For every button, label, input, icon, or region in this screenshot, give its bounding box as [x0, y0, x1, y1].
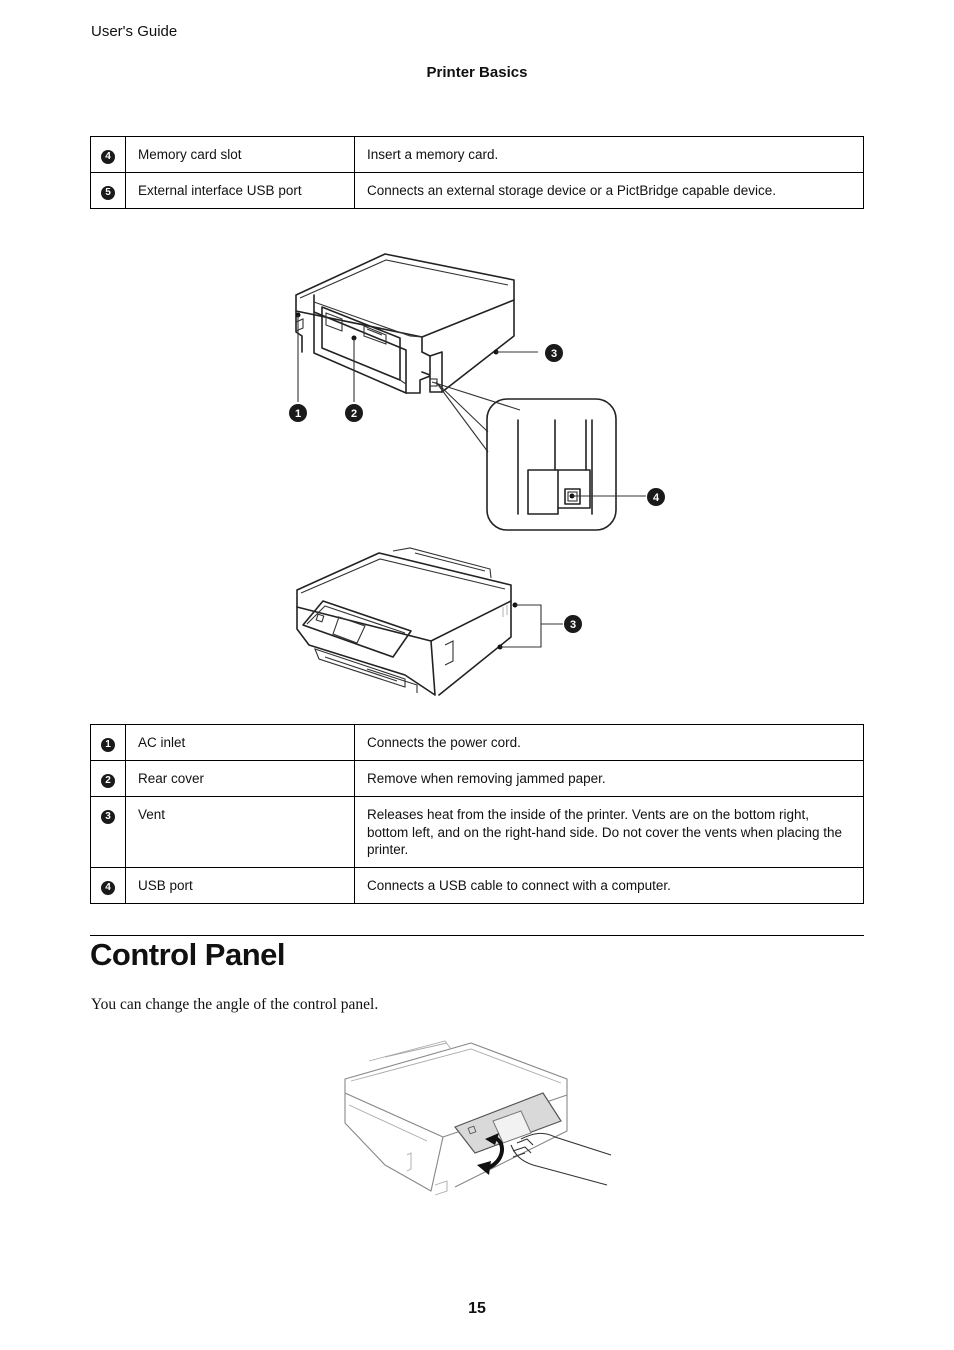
section-header: Printer Basics: [426, 64, 528, 81]
parts-table-bottom: 1 AC inlet Connects the power cord. 2 Re…: [90, 724, 864, 904]
part-name: Vent: [125, 796, 355, 868]
callout-badge: 1: [101, 738, 115, 752]
part-name: Rear cover: [125, 760, 355, 797]
callout-3-front: 3: [570, 619, 576, 631]
callout-1: 1: [295, 408, 301, 420]
printer-front-illustration: 3: [296, 547, 582, 696]
table-row: 4 Memory card slot Insert a memory card.: [90, 136, 864, 173]
table-row: 1 AC inlet Connects the power cord.: [90, 724, 864, 761]
callout-badge: 2: [101, 774, 115, 788]
callout-3: 3: [551, 348, 557, 360]
part-description: Insert a memory card.: [354, 136, 864, 173]
control-panel-tilt-illustration: [344, 1040, 612, 1196]
page-number: 15: [468, 1300, 486, 1317]
part-name: Memory card slot: [125, 136, 355, 173]
part-description: Connects a USB cable to connect with a c…: [354, 866, 864, 904]
part-name: External interface USB port: [125, 172, 355, 209]
table-row: 4 USB port Connects a USB cable to conne…: [90, 866, 864, 904]
part-name: AC inlet: [125, 724, 355, 761]
table-row: 3 Vent Releases heat from the inside of …: [90, 796, 864, 868]
callout-badge: 3: [101, 810, 115, 824]
callout-2: 2: [351, 408, 357, 420]
section-heading: Control Panel: [90, 937, 286, 972]
section-paragraph: You can change the angle of the control …: [91, 996, 379, 1013]
document-title: User's Guide: [91, 23, 178, 40]
callout-badge: 4: [101, 150, 115, 164]
callout-4: 4: [653, 492, 660, 504]
part-description: Connects the power cord.: [354, 724, 864, 761]
part-description: Releases heat from the inside of the pri…: [354, 796, 864, 868]
table-row: 2 Rear cover Remove when removing jammed…: [90, 760, 864, 797]
part-description: Remove when removing jammed paper.: [354, 760, 864, 797]
callout-badge: 4: [101, 880, 115, 895]
table-row: 5 External interface USB port Connects a…: [90, 172, 864, 209]
printer-rear-illustration: 1 2 3 4: [289, 253, 665, 531]
part-description: Connects an external storage device or a…: [354, 172, 864, 209]
parts-table-top: 4 Memory card slot Insert a memory card.…: [90, 136, 864, 209]
callout-badge: 5: [101, 186, 115, 200]
section-divider: [90, 935, 864, 936]
part-name: USB port: [125, 866, 355, 904]
